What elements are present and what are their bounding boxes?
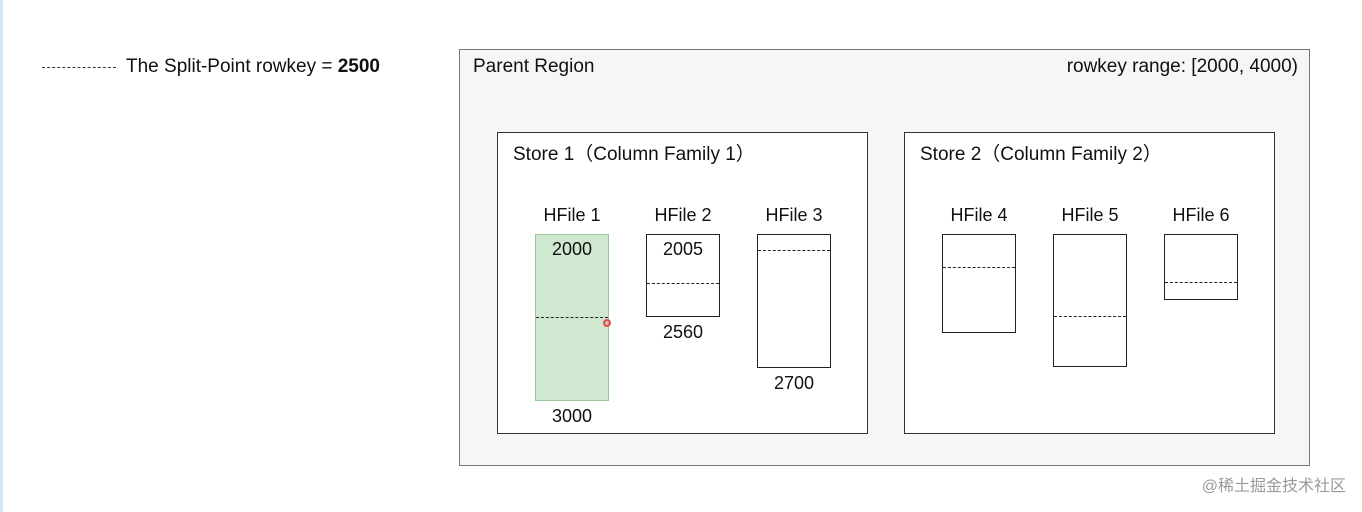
parent-region: Parent Region rowkey range: [2000, 4000)…	[459, 49, 1310, 466]
hfile-1-box	[535, 234, 609, 401]
dashed-line-icon	[42, 66, 116, 68]
watermark: @稀土掘金技术社区	[1201, 478, 1346, 495]
hfile-6-split-line	[1165, 282, 1237, 283]
hfile-2-start-key: 2005	[662, 239, 704, 259]
store-1: Store 1（Column Family 1） HFile 1 2000 30…	[497, 132, 868, 434]
hfile-2-box	[646, 234, 720, 317]
hfile-1-label: HFile 1	[543, 205, 601, 225]
hfile-3-end-key: 2700	[773, 373, 815, 393]
hfile-1-split-line	[536, 317, 608, 318]
hfile-4-split-line	[943, 267, 1015, 268]
hfile-1-start-key: 2000	[551, 239, 593, 259]
hfile-2-label: HFile 2	[654, 205, 712, 225]
hfile-4-box	[942, 234, 1016, 333]
hfile-3-box	[757, 234, 831, 368]
hfile-5-label: HFile 5	[1061, 205, 1119, 225]
hfile-4-label: HFile 4	[950, 205, 1008, 225]
hfile-5-split-line	[1054, 316, 1126, 317]
store-2-title: Store 2（Column Family 2）	[920, 144, 1162, 165]
hfile-1-end-key: 3000	[551, 406, 593, 426]
hfile-2-split-line	[647, 283, 719, 284]
legend-text: The Split-Point rowkey = 2500	[126, 56, 380, 78]
store-1-title: Store 1（Column Family 1）	[513, 144, 755, 165]
left-edge-strip	[0, 0, 3, 512]
region-title: Parent Region	[473, 56, 595, 77]
split-point-value: 2500	[337, 56, 381, 77]
mouse-pointer-icon	[603, 319, 611, 327]
split-point-legend: The Split-Point rowkey = 2500	[42, 54, 380, 80]
hfile-6-label: HFile 6	[1172, 205, 1230, 225]
hfile-5-box	[1053, 234, 1127, 367]
hfile-3-split-line	[758, 250, 830, 251]
store-2: Store 2（Column Family 2） HFile 4 HFile 5…	[904, 132, 1275, 434]
hfile-6-box	[1164, 234, 1238, 300]
hfile-2-end-key: 2560	[662, 322, 704, 342]
hfile-3-label: HFile 3	[765, 205, 823, 225]
rowkey-range: rowkey range: [2000, 4000)	[1066, 56, 1298, 77]
legend-label: The Split-Point rowkey =	[126, 56, 338, 77]
